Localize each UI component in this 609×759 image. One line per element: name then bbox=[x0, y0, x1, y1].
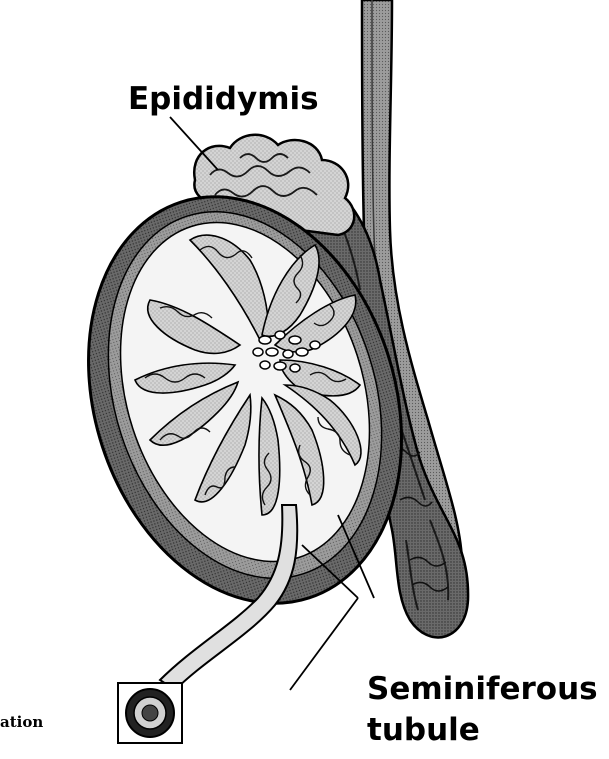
cut-off-caption: ation bbox=[0, 713, 43, 731]
seminiferous-label-line1: Seminiferous bbox=[367, 671, 598, 707]
epididymis-label: Epididymis bbox=[128, 81, 319, 117]
seminiferous-label-line2: tubule bbox=[367, 712, 480, 748]
tubule-cross-section bbox=[118, 683, 182, 743]
